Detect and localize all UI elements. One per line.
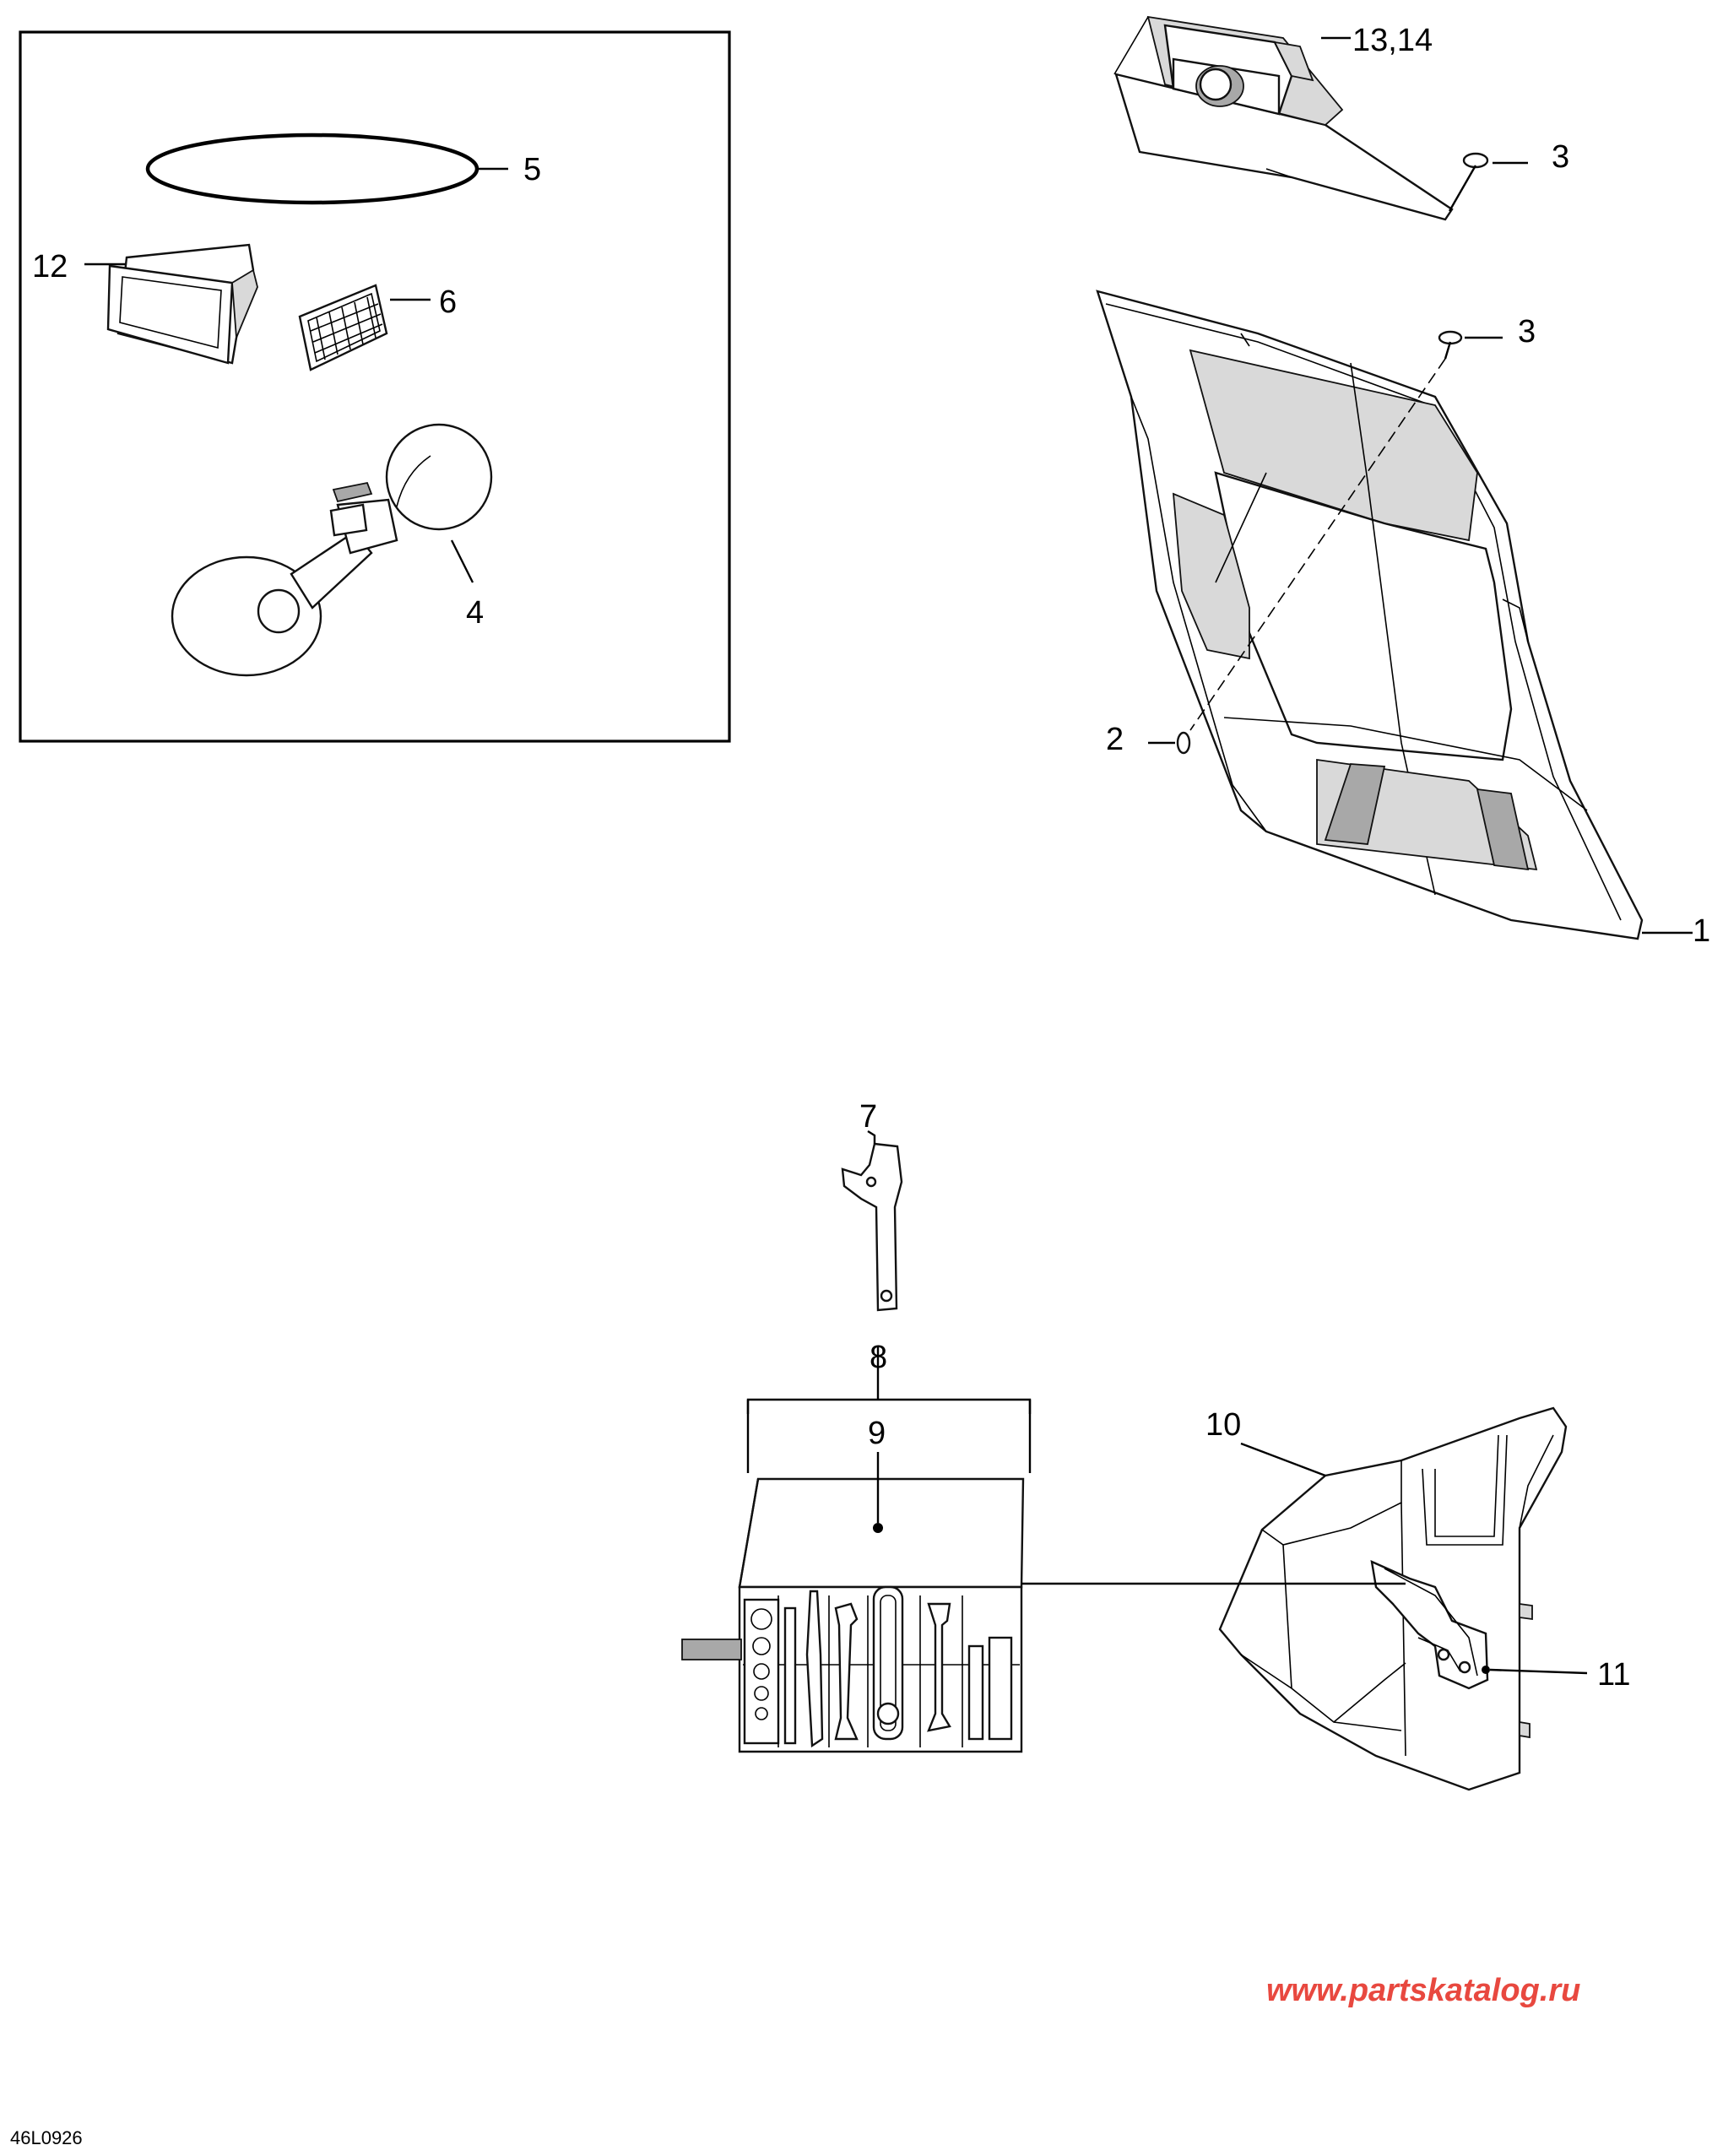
o-ring-part-5 — [145, 133, 479, 205]
callout-11: 11 — [1597, 1657, 1630, 1693]
callout-12: 12 — [32, 249, 68, 284]
callout-4: 4 — [466, 595, 484, 631]
leader-lines — [84, 36, 1693, 1675]
callout-13-14: 13,14 — [1352, 23, 1433, 58]
accessory-inset-box — [19, 30, 731, 743]
screw-part-3-upper — [1448, 152, 1489, 212]
callout-9: 9 — [868, 1416, 886, 1451]
storage-panel-part-1 — [1096, 290, 1644, 940]
rivet-part-2 — [1176, 731, 1191, 755]
callout-3-lower: 3 — [1518, 314, 1536, 349]
grille-part-6 — [298, 284, 388, 371]
tool-bag-part-9 — [681, 1477, 1025, 1753]
screw-part-3-lower — [1438, 330, 1463, 360]
clip-part-11-dot — [1482, 1666, 1490, 1674]
latch-part-13-14 — [1113, 15, 1454, 221]
callout-5: 5 — [523, 152, 541, 187]
callout-6: 6 — [439, 284, 457, 320]
callout-10: 10 — [1205, 1407, 1241, 1443]
callout-2: 2 — [1106, 722, 1124, 757]
callout-7: 7 — [859, 1099, 877, 1135]
callout-1: 1 — [1693, 913, 1710, 949]
watermark-text: www.partskatalog.ru — [1266, 1973, 1580, 2008]
callout-3-upper: 3 — [1552, 139, 1569, 175]
wrench-part-7 — [841, 1142, 903, 1312]
horn-part-4 — [171, 423, 493, 677]
diagram-code: 46L0926 — [10, 2127, 83, 2148]
cover-part-12 — [106, 243, 258, 365]
assembly-axis-line — [1189, 358, 1446, 731]
tool-kit-bracket-8 — [746, 1398, 1032, 1473]
callout-8: 8 — [870, 1340, 887, 1375]
tool-bag-center-dot — [873, 1523, 883, 1533]
storage-compartment-part-10 — [1218, 1406, 1568, 1791]
